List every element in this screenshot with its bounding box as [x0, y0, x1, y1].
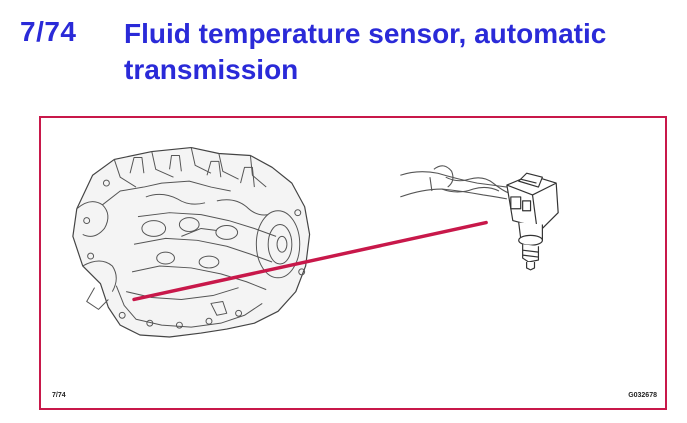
figure-frame: 7/74 G032678 — [39, 116, 667, 410]
figure-page-ref: 7/74 — [52, 392, 66, 399]
fluid-temperature-sensor — [506, 172, 559, 271]
sensor-wiring — [400, 165, 510, 200]
leader-line — [132, 220, 488, 302]
transmission-housing — [72, 147, 311, 338]
page-title: Fluid temperature sensor, automatic tran… — [124, 18, 607, 85]
page-number: 7/74 — [20, 16, 77, 47]
transmission-illustration — [72, 147, 559, 338]
figure-code: G032678 — [628, 392, 657, 399]
